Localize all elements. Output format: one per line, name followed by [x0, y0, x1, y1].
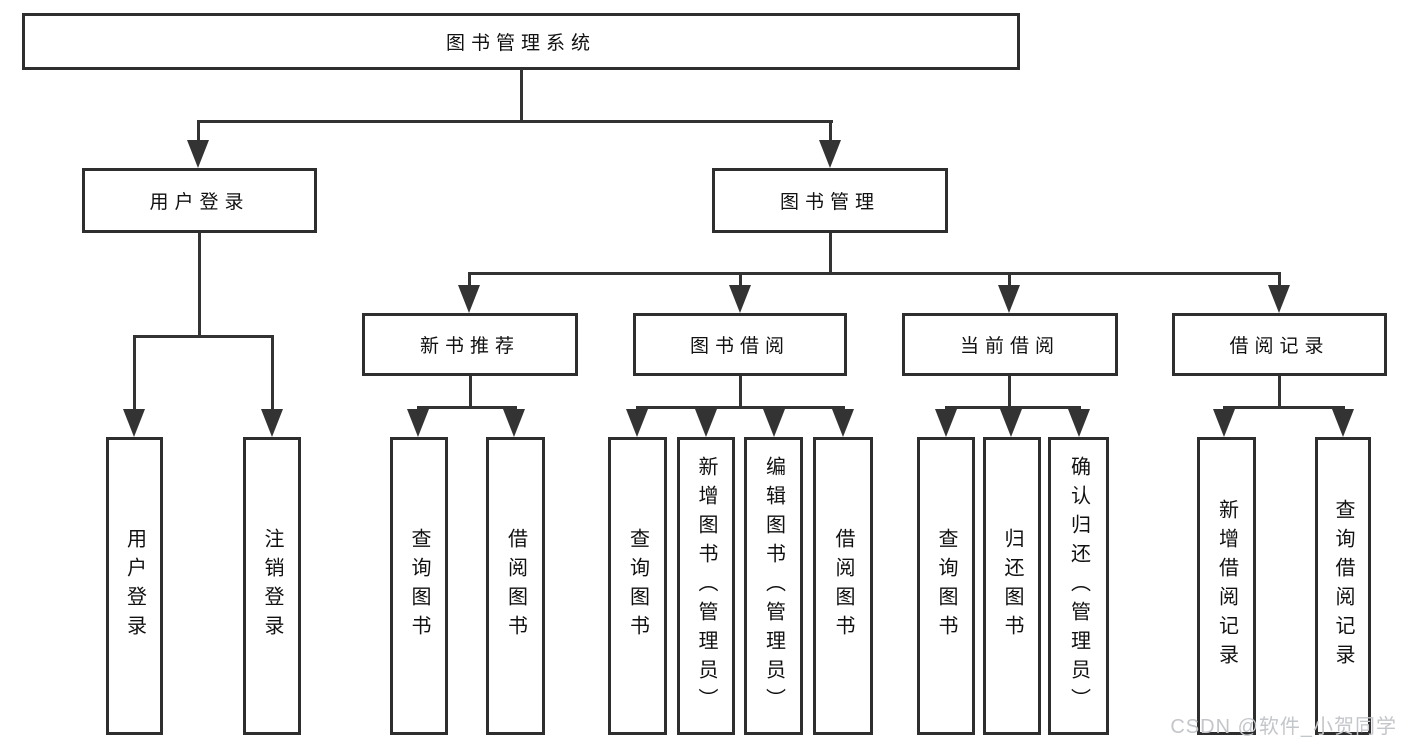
leaf-logout: 注销登录: [243, 437, 301, 735]
connector-drop-book-management: [829, 120, 832, 146]
leaf-bookborrow-borrow: 借阅图书: [813, 437, 873, 735]
connector-root-stem: [520, 69, 523, 123]
leaf-bookborrow-query: 查询图书: [608, 437, 667, 735]
node-borrow-records: 借阅记录: [1172, 313, 1387, 376]
leaf-records-add: 新增借阅记录: [1197, 437, 1256, 735]
node-current-borrow: 当前借阅: [902, 313, 1118, 376]
connector-user-login-branch: [133, 335, 274, 338]
connector-drop-new-book: [468, 272, 471, 291]
arrow-down-icon: [1213, 409, 1235, 437]
connector-user-login-stem: [198, 233, 201, 338]
connector-level3-branch: [468, 272, 1281, 275]
connector-book-management-stem: [829, 233, 832, 275]
leaf-bookborrow-add-label: 新增图书（管理员）: [695, 455, 717, 717]
connector-drop-current-borrow: [1008, 272, 1011, 291]
node-book-borrow: 图书借阅: [633, 313, 847, 376]
leaf-user-login-label: 用户登录: [123, 528, 146, 644]
arrow-down-icon: [626, 409, 648, 437]
node-new-book-recommend: 新书推荐: [362, 313, 578, 376]
node-borrow-records-label: 借阅记录: [1229, 336, 1330, 357]
arrow-down-icon: [407, 409, 429, 437]
leaf-records-query-label: 查询借阅记录: [1332, 499, 1354, 673]
node-book-management-label: 图书管理: [779, 192, 880, 213]
arrow-down-icon: [763, 409, 785, 437]
connector-new-book-branch: [417, 406, 517, 409]
connector-drop-user-login: [197, 120, 200, 146]
leaf-bookborrow-borrow-label: 借阅图书: [832, 528, 854, 644]
arrow-down-icon: [832, 409, 854, 437]
node-root: 图书管理系统: [22, 13, 1020, 70]
leaf-bookborrow-edit-label: 编辑图书（管理员）: [762, 455, 785, 717]
leaf-records-query: 查询借阅记录: [1315, 437, 1371, 735]
node-current-borrow-label: 当前借阅: [959, 336, 1060, 357]
connector-drop-leaf-user-login: [133, 335, 136, 415]
arrow-down-icon: [819, 140, 841, 168]
arrow-down-icon: [458, 285, 480, 313]
connector-drop-leaf-logout: [271, 335, 274, 415]
leaf-current-query-label: 查询图书: [935, 528, 957, 644]
connector-borrow-records-stem: [1278, 376, 1281, 409]
arrow-down-icon: [123, 409, 145, 437]
node-book-borrow-label: 图书借阅: [689, 336, 790, 357]
leaf-user-login: 用户登录: [106, 437, 163, 735]
leaf-current-confirm: 确认归还（管理员）: [1048, 437, 1109, 735]
node-book-management: 图书管理: [712, 168, 948, 233]
leaf-newbook-borrow-label: 借阅图书: [504, 528, 527, 644]
connector-current-borrow-branch: [945, 406, 1081, 409]
arrow-down-icon: [261, 409, 283, 437]
leaf-records-add-label: 新增借阅记录: [1215, 499, 1238, 673]
node-root-label: 图书管理系统: [445, 33, 596, 54]
leaf-current-return: 归还图书: [983, 437, 1041, 735]
arrow-down-icon: [695, 409, 717, 437]
leaf-logout-label: 注销登录: [261, 528, 283, 644]
arrow-down-icon: [729, 285, 751, 313]
leaf-current-confirm-label: 确认归还（管理员）: [1067, 455, 1090, 717]
leaf-newbook-query: 查询图书: [390, 437, 448, 735]
arrow-down-icon: [998, 285, 1020, 313]
leaf-newbook-borrow: 借阅图书: [486, 437, 545, 735]
leaf-current-return-label: 归还图书: [1001, 528, 1023, 644]
arrow-down-icon: [1068, 409, 1090, 437]
arrow-down-icon: [1268, 285, 1290, 313]
connector-drop-borrow-records: [1278, 272, 1281, 291]
node-user-login: 用户登录: [82, 168, 317, 233]
connector-book-borrow-branch: [636, 406, 845, 409]
arrow-down-icon: [1332, 409, 1354, 437]
connector-borrow-records-branch: [1223, 406, 1345, 409]
node-user-login-label: 用户登录: [149, 192, 250, 213]
connector-drop-book-borrow: [739, 272, 742, 291]
leaf-bookborrow-add: 新增图书（管理员）: [677, 437, 735, 735]
connector-level2-branch: [197, 120, 833, 123]
node-new-book-recommend-label: 新书推荐: [419, 336, 520, 357]
arrow-down-icon: [935, 409, 957, 437]
arrow-down-icon: [503, 409, 525, 437]
connector-book-borrow-stem: [739, 376, 742, 409]
csdn-watermark: CSDN @软件_小贺同学: [1170, 716, 1397, 738]
connector-new-book-stem: [469, 376, 472, 409]
arrow-down-icon: [1000, 409, 1022, 437]
leaf-current-query: 查询图书: [917, 437, 975, 735]
connector-current-borrow-stem: [1008, 376, 1011, 409]
leaf-bookborrow-query-label: 查询图书: [626, 528, 649, 644]
leaf-newbook-query-label: 查询图书: [408, 528, 430, 644]
leaf-bookborrow-edit: 编辑图书（管理员）: [744, 437, 803, 735]
arrow-down-icon: [187, 140, 209, 168]
